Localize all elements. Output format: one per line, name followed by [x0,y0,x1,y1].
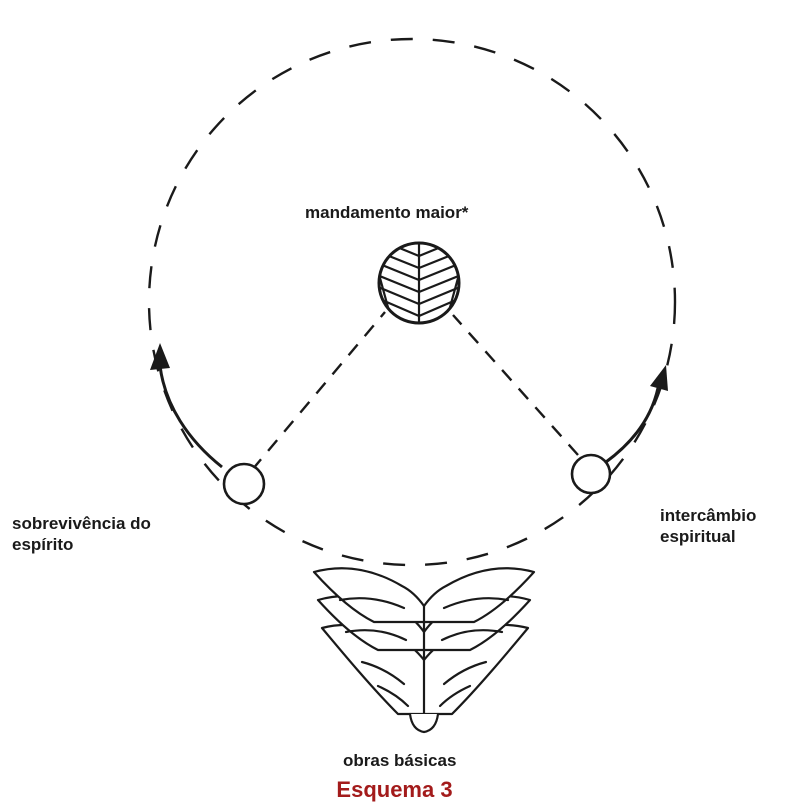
right-arrow-icon [605,365,668,464]
left-node-label-line2: espírito [12,535,74,554]
open-books-icon [312,567,536,734]
dashed-link-right [452,314,579,456]
left-node-label-line1: sobrevivência do [12,514,151,533]
open-circle-icon [222,462,266,506]
open-circle-icon [570,453,612,495]
dashed-cycle-circle [147,37,677,567]
hatched-circle-icon [377,241,461,325]
center-label: mandamento maior* [305,203,469,222]
right-node-label-line1: intercâmbio [660,506,757,525]
right-node-label: intercâmbio espiritual [660,505,756,547]
dashed-link-left [251,311,386,471]
left-arrow-icon [150,343,223,469]
books-label: obras básicas [343,751,457,770]
right-node-label-line2: espiritual [660,527,736,546]
figure-caption: Esquema 3 [336,777,453,802]
left-node-label: sobrevivência do espírito [12,513,151,555]
